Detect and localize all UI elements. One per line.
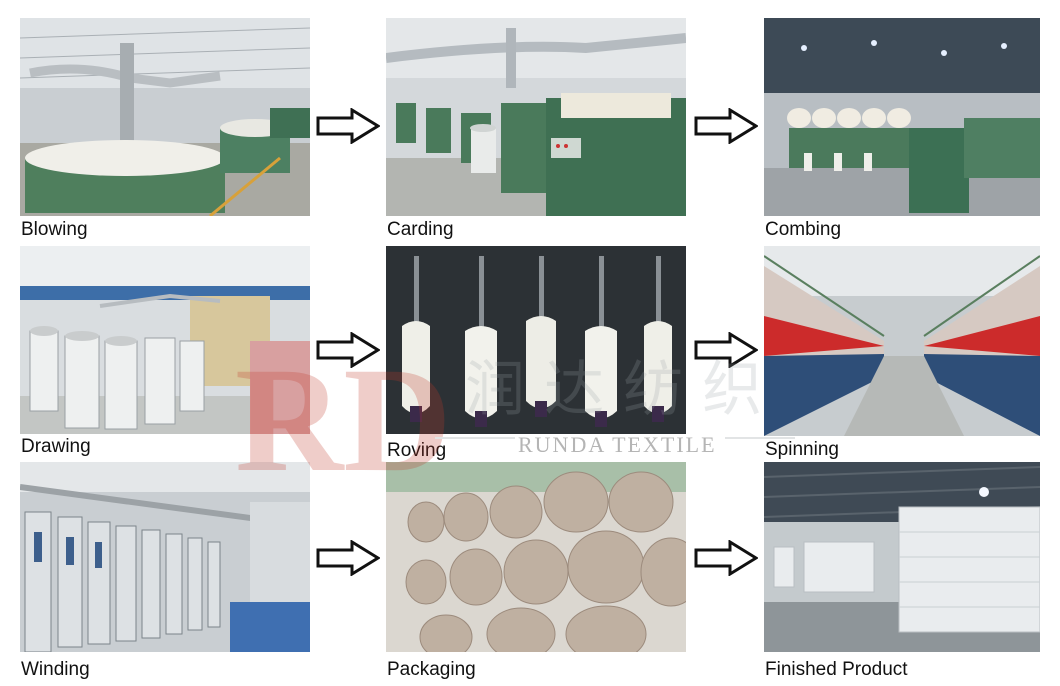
finished-product-photo	[764, 462, 1040, 652]
carding-photo	[386, 18, 686, 216]
step-packaging: Packaging	[386, 462, 686, 682]
packaging-photo	[386, 462, 686, 652]
winding-photo	[20, 462, 310, 652]
step-label: Winding	[21, 659, 90, 680]
spinning-photo	[764, 246, 1040, 436]
step-label: Roving	[387, 440, 447, 461]
step-label: Packaging	[387, 659, 476, 680]
arrow-right-icon	[316, 540, 380, 576]
step-blowing: Blowing	[20, 18, 310, 240]
arrow-right-icon	[694, 540, 758, 576]
step-combing: Combing	[764, 18, 1040, 240]
blowing-photo	[20, 18, 310, 216]
step-carding: Carding	[386, 18, 686, 240]
step-finished-product: Finished Product	[764, 462, 1040, 682]
watermark-text: RUNDA TEXTILE	[518, 432, 717, 457]
step-label: Drawing	[21, 436, 91, 457]
arrow-right-icon	[694, 332, 758, 368]
combing-photo	[764, 18, 1040, 216]
step-winding: Winding	[20, 462, 310, 682]
step-roving: Roving	[386, 246, 686, 461]
roving-photo	[386, 246, 686, 434]
step-label: Blowing	[21, 219, 88, 240]
step-label: Spinning	[765, 439, 839, 460]
drawing-photo	[20, 246, 310, 434]
step-label: Finished Product	[765, 659, 908, 680]
arrow-right-icon	[316, 108, 380, 144]
step-drawing: Drawing	[20, 246, 310, 460]
step-spinning: Spinning	[764, 246, 1040, 460]
arrow-right-icon	[694, 108, 758, 144]
step-label: Combing	[765, 219, 842, 240]
arrow-right-icon	[316, 332, 380, 368]
step-label: Carding	[387, 219, 454, 240]
